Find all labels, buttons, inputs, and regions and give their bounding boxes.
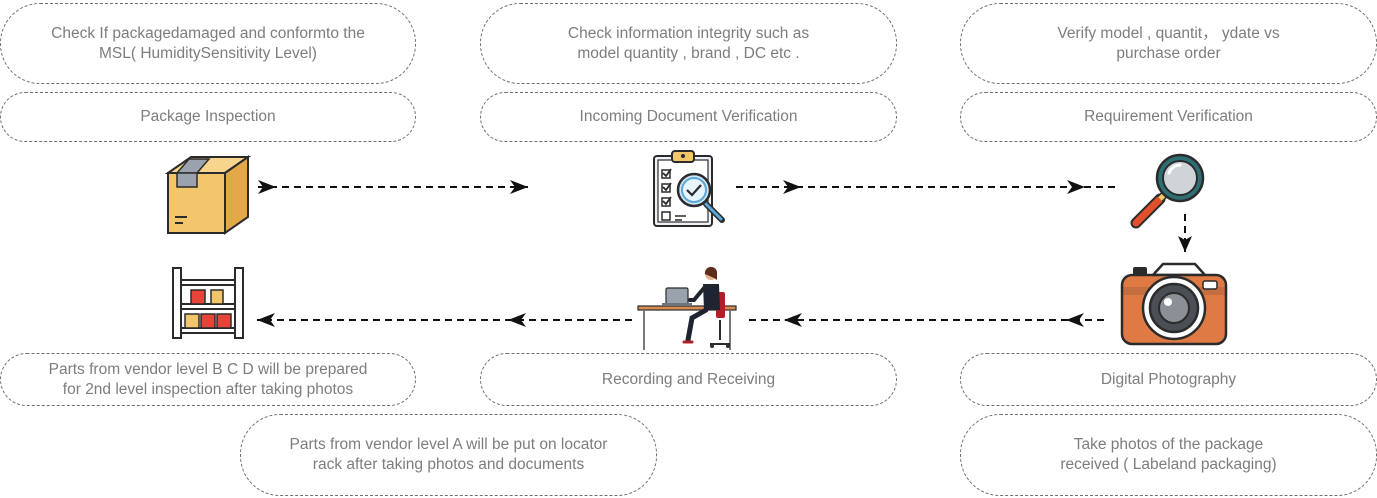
description-line: Check information integrity such as xyxy=(567,24,810,42)
description-line: for 2nd level inspection after taking ph… xyxy=(62,380,354,398)
magnifying-glass-icon xyxy=(1130,153,1205,229)
note-line: rack after taking photos and documents xyxy=(312,456,585,473)
arrowhead xyxy=(1066,313,1084,327)
arrowhead xyxy=(784,313,802,327)
description-line: Verify model , quantit， ydate vs xyxy=(1057,24,1280,42)
note-line: received ( Labeland packaging) xyxy=(1060,456,1277,473)
arrowhead xyxy=(783,180,801,194)
person-at-desk-laptop-icon xyxy=(637,266,737,350)
description-line: Parts from vendor level B C D will be pr… xyxy=(48,360,368,378)
description-line: MSL( HumiditySensitivity Level) xyxy=(99,44,317,62)
cardboard-box-icon xyxy=(164,155,252,235)
document-verification-description: Check information integrity such as mode… xyxy=(480,3,897,84)
arrowhead xyxy=(1067,180,1085,194)
note-line: Take photos of the package xyxy=(1073,436,1264,453)
arrowhead xyxy=(257,313,275,327)
camera-icon xyxy=(1120,262,1228,346)
arrowhead xyxy=(510,180,528,194)
vendor-bcd-description: Parts from vendor level B C D will be pr… xyxy=(0,353,416,406)
storage-shelf-rack-icon xyxy=(172,267,244,339)
package-inspection-description: Check If packagedamaged and conformto th… xyxy=(0,3,416,84)
requirement-verification-description: Verify model , quantit， ydate vs purchas… xyxy=(960,3,1377,84)
recording-receiving-title: Recording and Receiving xyxy=(480,353,897,406)
document-verification-title: Incoming Document Verification xyxy=(480,92,897,142)
clipboard-checklist-magnifier-icon xyxy=(653,150,725,227)
vendor-a-note: Parts from vendor level A will be put on… xyxy=(240,414,657,496)
arrowhead xyxy=(1178,236,1192,252)
note-line: Parts from vendor level A will be put on… xyxy=(289,436,608,453)
description-line: purchase order xyxy=(1116,44,1221,62)
arrowhead xyxy=(508,313,526,327)
package-inspection-title: Package Inspection xyxy=(0,92,416,142)
description-line: Check If packagedamaged and conformto th… xyxy=(51,24,365,42)
arrowhead xyxy=(258,180,276,194)
description-line: model quantity , brand , DC etc . xyxy=(577,44,800,62)
